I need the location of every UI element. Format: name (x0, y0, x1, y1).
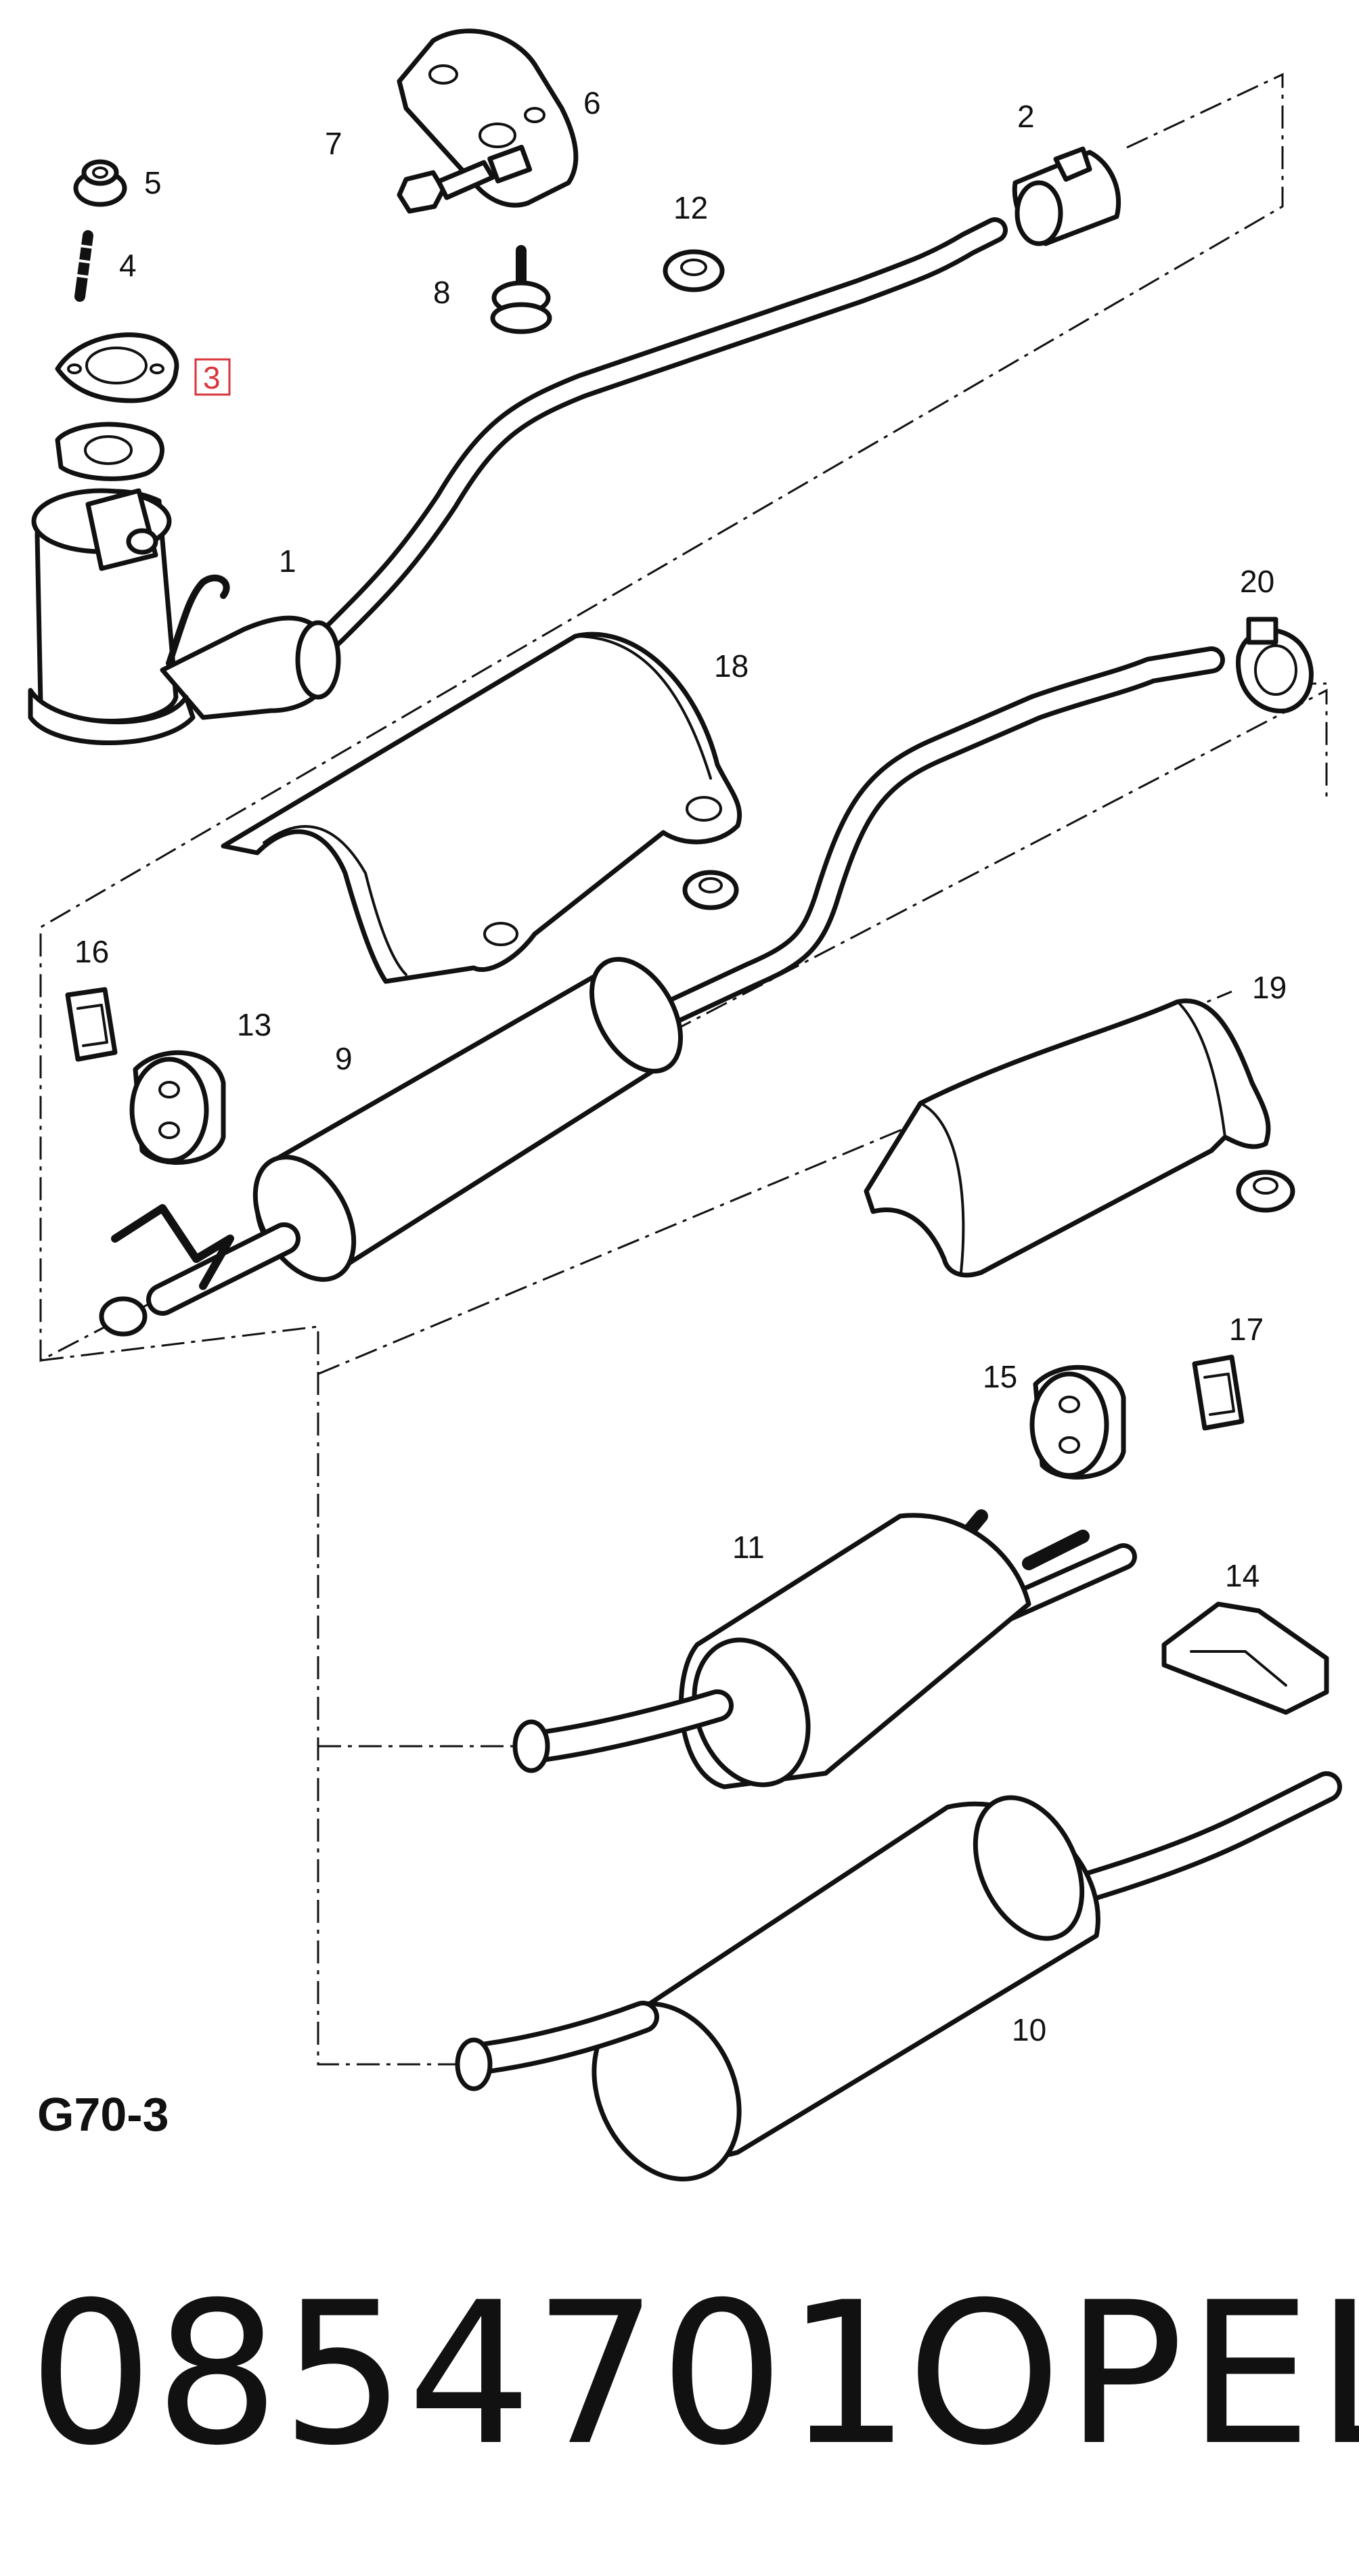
callout-8[interactable]: 8 (433, 275, 451, 310)
callout-5[interactable]: 5 (144, 165, 162, 200)
part-18-heat-shield (221, 631, 742, 984)
callout-12[interactable]: 12 (673, 190, 708, 225)
callout-labels: 1 2 3 4 5 6 7 8 9 10 11 12 13 14 15 16 1… (74, 85, 1287, 2047)
part-10-rear-silencer (455, 1771, 1342, 2181)
callout-10[interactable]: 10 (1012, 2012, 1046, 2047)
part-19-heat-shield (864, 998, 1271, 1278)
callout-3[interactable]: 3 (203, 360, 221, 395)
part-11-rear-silencer (512, 1509, 1137, 1790)
part-5-nut (73, 159, 127, 207)
part-12-grommet (663, 249, 725, 292)
callout-6[interactable]: 6 (583, 85, 601, 120)
part-2-clamp (1012, 146, 1121, 246)
part-17-clip (1192, 1354, 1245, 1431)
part-number: 0854701 (28, 2261, 912, 2489)
heat-shield-nuts (682, 870, 1295, 1213)
part-20-clamp (1236, 617, 1314, 713)
part-6-bracket (397, 28, 579, 208)
part-9-middle-pipe (99, 646, 1225, 1337)
part-3-gasket (55, 332, 179, 403)
part-13-mount (129, 1050, 226, 1165)
callout-2[interactable]: 2 (1017, 99, 1035, 134)
part-16-clip (65, 987, 118, 1062)
callout-13[interactable]: 13 (237, 1007, 271, 1042)
callout-9[interactable]: 9 (335, 1041, 353, 1076)
part-15-mount (1029, 1364, 1126, 1480)
callout-16[interactable]: 16 (74, 934, 109, 969)
callout-19[interactable]: 19 (1252, 970, 1287, 1005)
callout-15[interactable]: 15 (983, 1359, 1017, 1394)
callout-17[interactable]: 17 (1229, 1312, 1264, 1347)
callout-11[interactable]: 11 (732, 1530, 765, 1565)
diagram-reference-code: G70-3 (37, 2088, 169, 2141)
part-14-bracket (1161, 1601, 1329, 1715)
callout-14[interactable]: 14 (1225, 1558, 1260, 1593)
part-4-stud (70, 230, 96, 302)
part-8-stud (490, 245, 552, 334)
part-1-front-pipe (28, 217, 1008, 745)
callout-20[interactable]: 20 (1240, 564, 1274, 599)
part-7-bolt (397, 160, 495, 214)
callout-18[interactable]: 18 (714, 648, 749, 684)
callout-1[interactable]: 1 (279, 543, 296, 579)
callout-7[interactable]: 7 (325, 126, 342, 161)
brand-name: OPEL (907, 2261, 1359, 2489)
callout-4[interactable]: 4 (119, 248, 137, 283)
callout-3-highlight-box (194, 358, 231, 396)
